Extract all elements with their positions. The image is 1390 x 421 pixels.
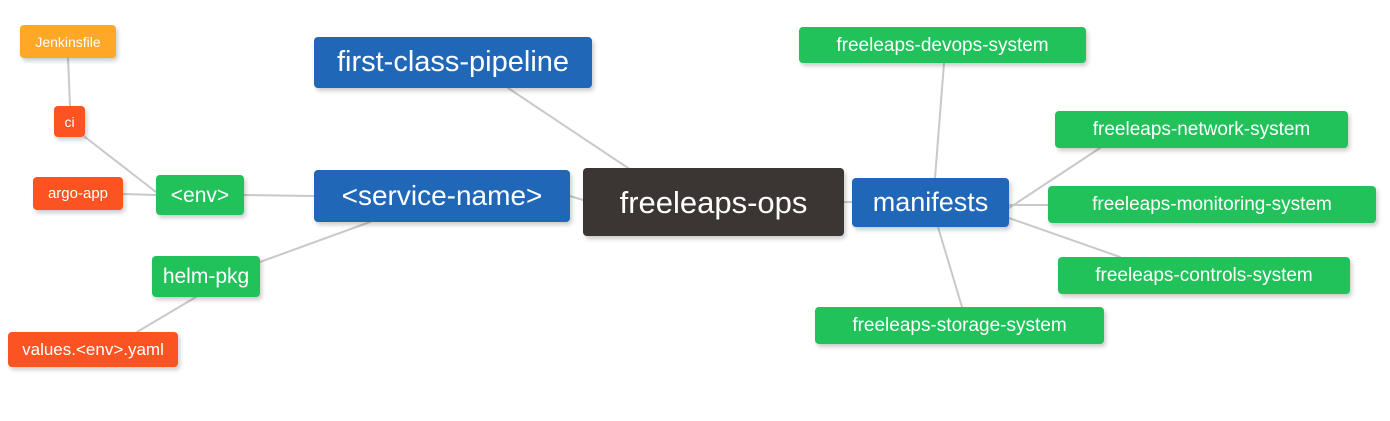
node-helm-pkg[interactable]: helm-pkg	[152, 256, 260, 297]
edge-manifests-to-freeleaps-devops-system	[934, 62, 945, 179]
node-label-first-class-pipeline: first-class-pipeline	[336, 46, 570, 78]
node-ci[interactable]: ci	[54, 106, 85, 137]
edge-manifests-to-freeleaps-controls-system	[1008, 217, 1121, 258]
node-label-freeleaps-devops-system: freeleaps-devops-system	[836, 34, 1049, 56]
node-argo-app[interactable]: argo-app	[33, 177, 123, 210]
node-label-freeleaps-controls-system: freeleaps-controls-system	[1095, 265, 1313, 286]
edge-env-to-service-name	[243, 194, 315, 197]
node-label-manifests: manifests	[872, 187, 989, 217]
node-service-name[interactable]: <service-name>	[314, 170, 570, 222]
node-freeleaps-network-system[interactable]: freeleaps-network-system	[1055, 111, 1348, 148]
node-label-env: <env>	[170, 183, 230, 207]
node-first-class-pipeline[interactable]: first-class-pipeline	[314, 37, 592, 88]
edge-manifests-to-freeleaps-storage-system	[937, 226, 963, 308]
node-label-freeleaps-storage-system: freeleaps-storage-system	[852, 315, 1067, 336]
node-label-freeleaps-network-system: freeleaps-network-system	[1092, 119, 1311, 140]
node-label-values-env-yaml: values.<env>.yaml	[22, 340, 164, 359]
node-label-argo-app: argo-app	[47, 185, 109, 202]
node-freeleaps-storage-system[interactable]: freeleaps-storage-system	[815, 307, 1104, 344]
edge-argo-app-to-env	[122, 193, 157, 196]
node-env[interactable]: <env>	[156, 175, 244, 215]
node-label-helm-pkg: helm-pkg	[162, 265, 250, 288]
edge-first-class-pipeline-to-freeleaps-ops	[507, 87, 629, 169]
node-label-ci: ci	[64, 113, 75, 130]
node-values-env-yaml[interactable]: values.<env>.yaml	[8, 332, 178, 367]
node-label-freeleaps-monitoring-system: freeleaps-monitoring-system	[1092, 194, 1332, 215]
node-label-freeleaps-ops: freeleaps-ops	[619, 184, 808, 220]
node-freeleaps-controls-system[interactable]: freeleaps-controls-system	[1058, 257, 1350, 294]
node-freeleaps-ops[interactable]: freeleaps-ops	[583, 168, 844, 236]
node-label-jenkinsfile: Jenkinsfile	[35, 33, 101, 50]
node-manifests[interactable]: manifests	[852, 178, 1009, 227]
edge-service-name-to-freeleaps-ops	[569, 195, 584, 201]
edge-jenkinsfile-to-ci	[67, 57, 71, 107]
edge-service-name-to-helm-pkg	[259, 221, 371, 263]
node-freeleaps-devops-system[interactable]: freeleaps-devops-system	[799, 27, 1086, 63]
node-label-service-name: <service-name>	[341, 180, 543, 211]
edge-helm-pkg-to-values-env-yaml	[136, 296, 197, 333]
node-freeleaps-monitoring-system[interactable]: freeleaps-monitoring-system	[1048, 186, 1376, 223]
node-jenkinsfile[interactable]: Jenkinsfile	[20, 25, 116, 58]
